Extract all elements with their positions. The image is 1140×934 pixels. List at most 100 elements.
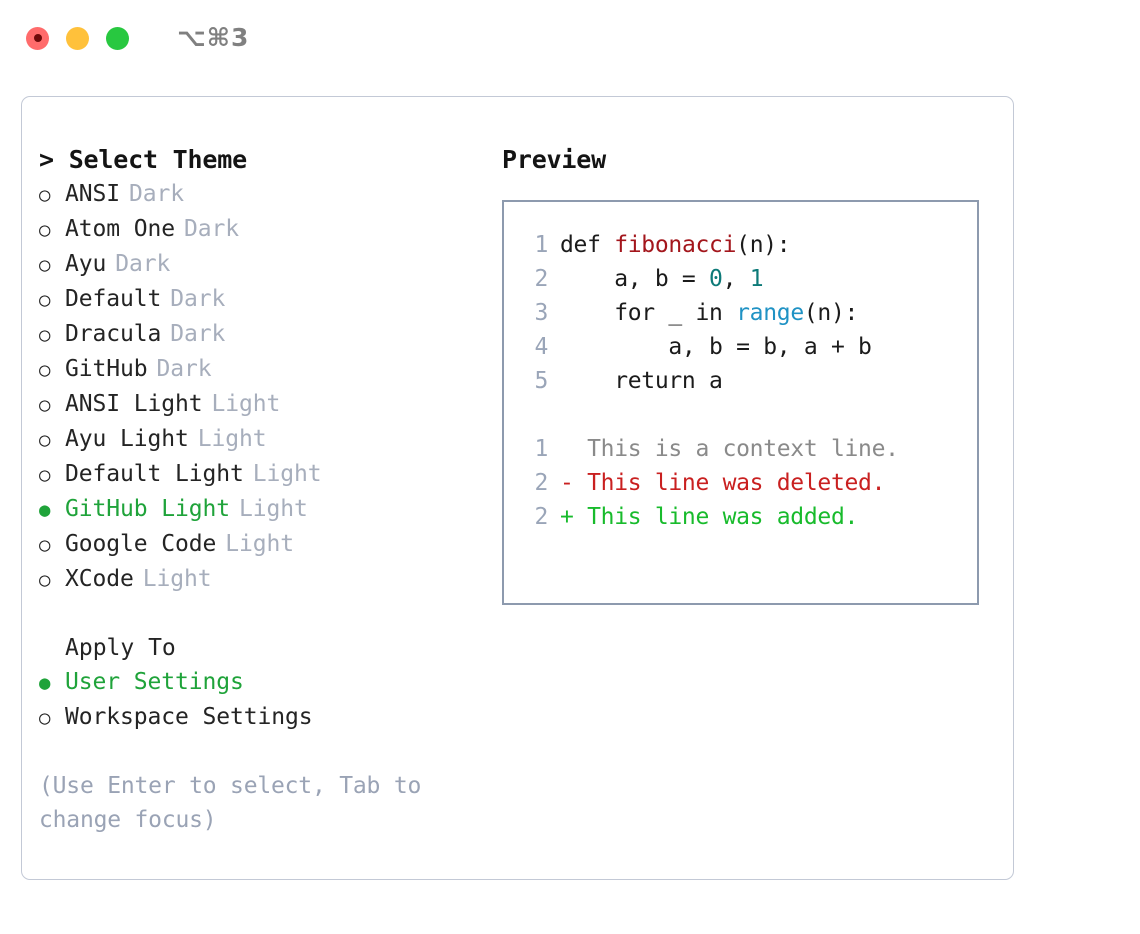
diff-line: 1 This is a context line. — [526, 432, 977, 466]
diff-text: + This line was added. — [560, 500, 858, 534]
apply-to-title: Apply To — [65, 635, 176, 661]
radio-selected-icon[interactable]: ● — [39, 672, 51, 694]
token-del: - This line was deleted. — [560, 470, 886, 496]
apply-to-list: ● User Settings ○ Workspace Settings — [39, 665, 484, 735]
radio-unselected-icon[interactable]: ○ — [39, 289, 51, 311]
line-number: 1 — [534, 436, 548, 462]
theme-name-label: Dracula — [65, 321, 162, 347]
diff-sample: 1 This is a context line.2- This line wa… — [526, 432, 977, 534]
token-plain: a, b = b, a + b — [560, 334, 872, 360]
theme-list-item[interactable]: ○ ANSI Light Light — [39, 387, 484, 422]
radio-unselected-icon[interactable]: ○ — [39, 464, 51, 486]
code-line: 1 def fibonacci(n): — [526, 228, 977, 262]
token-plain: a, b = — [560, 266, 710, 292]
token-fn: fibonacci — [614, 232, 737, 258]
radio-unselected-icon[interactable]: ○ — [39, 707, 51, 729]
code-line: 2 a, b = 0, 1 — [526, 262, 977, 296]
code-text: return a — [560, 364, 723, 398]
line-number: 1 — [534, 232, 548, 258]
theme-variant-tag: Dark — [170, 286, 226, 312]
theme-list-item[interactable]: ○ Ayu Light Light — [39, 422, 484, 457]
preview-title: Preview — [502, 145, 606, 174]
radio-unselected-icon[interactable]: ○ — [39, 184, 51, 206]
theme-name-label: Google Code — [65, 531, 217, 557]
theme-variant-tag: Dark — [129, 181, 184, 207]
theme-list-item[interactable]: ○ ANSI Dark — [39, 177, 484, 212]
theme-name-label: Ayu Light — [65, 426, 189, 452]
close-button-icon[interactable] — [26, 26, 49, 50]
theme-list-item[interactable]: ○ Ayu Dark — [39, 247, 484, 282]
theme-name-label: ANSI Light — [65, 391, 203, 417]
keyboard-shortcut-label: ⌥⌘3 — [177, 22, 250, 52]
code-line: 3 for _ in range(n): — [526, 296, 977, 330]
theme-variant-tag: Light — [142, 566, 212, 592]
theme-name-label: Ayu — [65, 251, 107, 277]
code-text: a, b = 0, 1 — [560, 262, 763, 296]
radio-unselected-icon[interactable]: ○ — [39, 394, 51, 416]
theme-name-label: GitHub Light — [65, 496, 230, 522]
theme-list-item[interactable]: ● GitHub Light Light — [39, 492, 484, 527]
line-number: 4 — [534, 334, 548, 360]
diff-line: 2- This line was deleted. — [526, 466, 977, 500]
theme-name-label: XCode — [65, 566, 134, 592]
theme-name-label: ANSI — [65, 181, 120, 207]
apply-to-label: User Settings — [65, 669, 244, 695]
diff-line: 2+ This line was added. — [526, 500, 977, 534]
theme-variant-tag: Light — [211, 391, 281, 417]
apply-to-label: Workspace Settings — [65, 704, 313, 730]
token-plain: for _ in — [560, 300, 737, 326]
apply-to-item[interactable]: ○ Workspace Settings — [39, 700, 484, 735]
radio-unselected-icon[interactable]: ○ — [39, 324, 51, 346]
theme-list-item[interactable]: ○ Default Dark — [39, 282, 484, 317]
radio-unselected-icon[interactable]: ○ — [39, 429, 51, 451]
theme-variant-tag: Dark — [170, 321, 226, 347]
token-num: 0 — [709, 266, 723, 292]
radio-selected-icon[interactable]: ● — [39, 499, 51, 521]
line-number: 3 — [534, 300, 548, 326]
code-line: 4 a, b = b, a + b — [526, 330, 977, 364]
theme-variant-tag: Light — [252, 461, 322, 487]
keyboard-hint: (Use Enter to select, Tab to change focu… — [39, 773, 422, 833]
theme-variant-tag: Light — [238, 496, 308, 522]
theme-variant-tag: Dark — [115, 251, 171, 277]
radio-unselected-icon[interactable]: ○ — [39, 569, 51, 591]
theme-variant-tag: Dark — [156, 356, 212, 382]
theme-list-item[interactable]: ○ XCode Light — [39, 562, 484, 597]
token-plain: (n): — [736, 232, 791, 258]
code-text: for _ in range(n): — [560, 296, 858, 330]
theme-variant-tag: Light — [197, 426, 267, 452]
token-plain: return a — [560, 368, 723, 394]
radio-unselected-icon[interactable]: ○ — [39, 219, 51, 241]
theme-list-item[interactable]: ○ Dracula Dark — [39, 317, 484, 352]
theme-name-label: Default Light — [65, 461, 244, 487]
theme-name-label: Default — [65, 286, 162, 312]
radio-unselected-icon[interactable]: ○ — [39, 254, 51, 276]
theme-list-item[interactable]: ○ Google Code Light — [39, 527, 484, 562]
token-plain: , — [722, 266, 750, 292]
line-number: 5 — [534, 368, 548, 394]
code-line: 5 return a — [526, 364, 977, 398]
token-plain: def — [560, 232, 615, 258]
minimize-button-icon[interactable] — [66, 26, 89, 50]
maximize-button-icon[interactable] — [106, 26, 129, 50]
line-number: 2 — [534, 266, 548, 292]
radio-unselected-icon[interactable]: ○ — [39, 359, 51, 381]
radio-unselected-icon[interactable]: ○ — [39, 534, 51, 556]
theme-list-item[interactable]: ○ Default Light Light — [39, 457, 484, 492]
theme-variant-tag: Light — [225, 531, 294, 557]
code-spacer — [526, 398, 977, 432]
window-controls — [26, 26, 129, 50]
apply-to-item[interactable]: ● User Settings — [39, 665, 484, 700]
token-num: 1 — [749, 266, 764, 292]
token-add: + This line was added. — [560, 504, 859, 530]
token-call: range — [736, 300, 804, 326]
title-bar: ⌥⌘3 — [0, 0, 1140, 76]
